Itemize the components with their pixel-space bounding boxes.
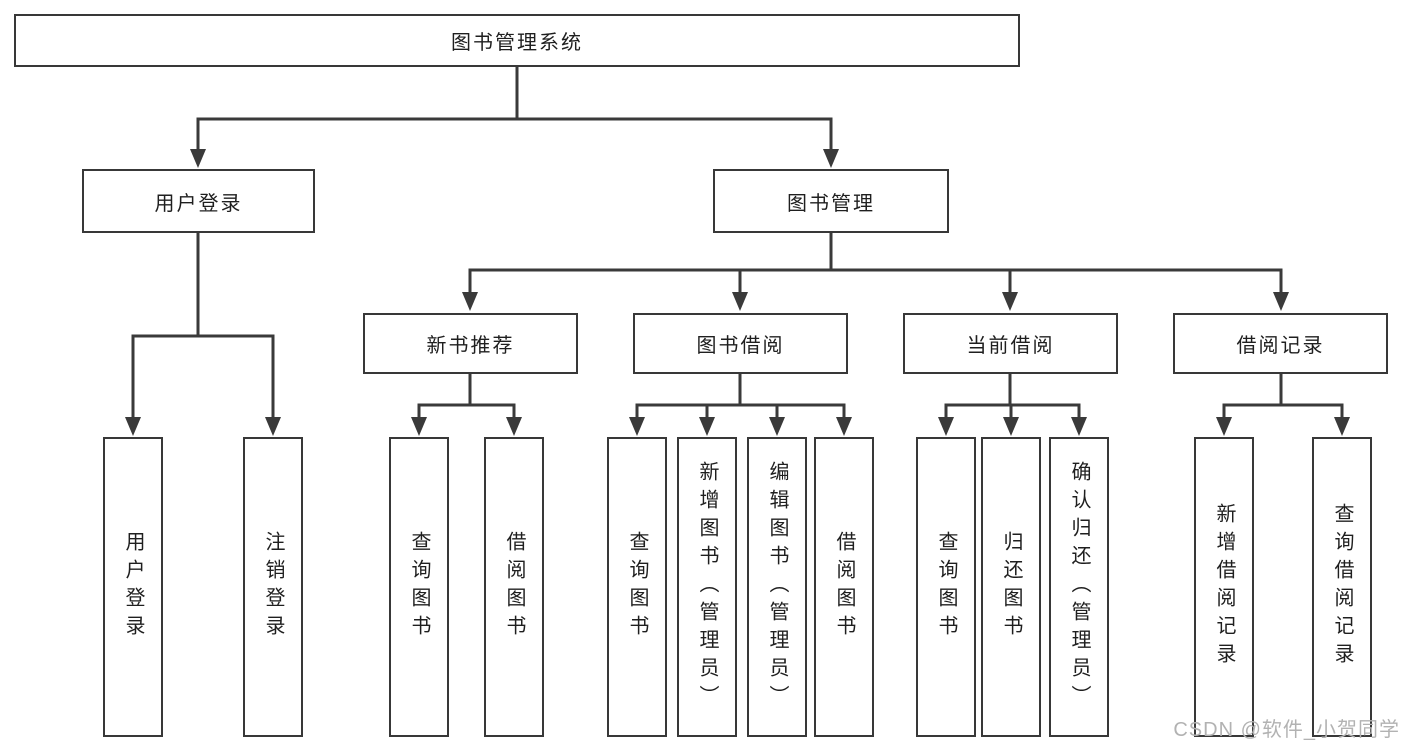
node-library-system-label: 图书管理系统 — [451, 32, 583, 54]
node-borrow-records-label: 借阅记录 — [1236, 335, 1325, 357]
leaf-confirm-return-admin: 确认归还（管理员） — [1049, 437, 1109, 737]
node-current-borrow: 当前借阅 — [903, 313, 1118, 374]
node-book-management-label: 图书管理 — [787, 192, 875, 215]
leaf-query-books-borrowgroup-label: 查询图书 — [626, 531, 648, 643]
leaf-logout-label: 注销登录 — [262, 531, 284, 643]
leaf-return-books: 归还图书 — [981, 437, 1041, 737]
leaf-edit-book-admin-label: 编辑图书（管理员） — [766, 461, 788, 713]
leaf-query-books-newgroup: 查询图书 — [389, 437, 449, 737]
node-book-management: 图书管理 — [713, 169, 949, 233]
leaf-confirm-return-admin-label: 确认归还（管理员） — [1068, 461, 1090, 713]
leaf-borrow-books-borrowgroup-label: 借阅图书 — [833, 531, 855, 643]
leaf-user-login-label: 用户登录 — [122, 531, 144, 643]
leaf-query-books-currentgroup: 查询图书 — [916, 437, 976, 737]
leaf-query-borrow-record-label: 查询借阅记录 — [1331, 503, 1353, 671]
node-book-borrow: 图书借阅 — [633, 313, 848, 374]
leaf-user-login: 用户登录 — [103, 437, 163, 737]
node-current-borrow-label: 当前借阅 — [966, 335, 1055, 357]
node-library-system: 图书管理系统 — [14, 14, 1020, 67]
leaf-add-borrow-record-label: 新增借阅记录 — [1213, 503, 1235, 671]
leaf-add-borrow-record: 新增借阅记录 — [1194, 437, 1254, 737]
leaf-borrow-books-newgroup-label: 借阅图书 — [503, 531, 525, 643]
leaf-query-borrow-record: 查询借阅记录 — [1312, 437, 1372, 737]
leaf-edit-book-admin: 编辑图书（管理员） — [747, 437, 807, 737]
leaf-borrow-books-borrowgroup: 借阅图书 — [814, 437, 874, 737]
node-book-borrow-label: 图书借阅 — [696, 335, 785, 357]
node-new-book-recommend-label: 新书推荐 — [426, 335, 515, 357]
leaf-logout: 注销登录 — [243, 437, 303, 737]
leaf-borrow-books-newgroup: 借阅图书 — [484, 437, 544, 737]
watermark: CSDN @软件_小贺同学 — [1173, 719, 1400, 741]
leaf-add-book-admin: 新增图书（管理员） — [677, 437, 737, 737]
leaf-query-books-borrowgroup: 查询图书 — [607, 437, 667, 737]
node-user-login: 用户登录 — [82, 169, 315, 233]
leaf-query-books-newgroup-label: 查询图书 — [408, 531, 430, 643]
node-user-login-label: 用户登录 — [154, 192, 243, 215]
leaf-query-books-currentgroup-label: 查询图书 — [935, 531, 957, 643]
leaf-add-book-admin-label: 新增图书（管理员） — [696, 461, 718, 713]
node-new-book-recommend: 新书推荐 — [363, 313, 578, 374]
node-borrow-records: 借阅记录 — [1173, 313, 1388, 374]
leaf-return-books-label: 归还图书 — [1000, 531, 1022, 643]
